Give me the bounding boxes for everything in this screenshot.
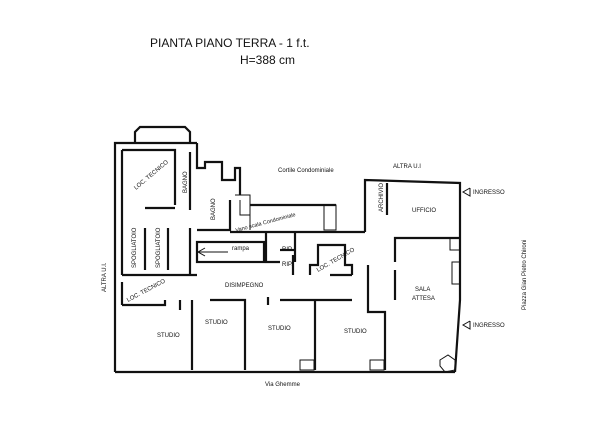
room-sala-attesa: ATTESA — [412, 296, 435, 302]
room-archivio: ARCHIVIO — [379, 183, 385, 212]
room-spogliatoio: SPOGLIATOIO — [156, 227, 162, 268]
room-studio: STUDIO — [268, 326, 291, 332]
room-loc-tecnico: LOC. TECNICO — [316, 247, 356, 274]
room-studio: STUDIO — [157, 333, 180, 339]
room-bagno: BAGNO — [183, 171, 189, 193]
walls — [113, 125, 462, 374]
entrance-markers — [461, 187, 471, 330]
courtyard-label: Cortile Condominiale — [278, 168, 334, 174]
entrance-arrow-icon — [461, 320, 471, 330]
room-disimpegno: DISIMPEGNO — [225, 283, 264, 289]
other-unit-top-label: ALTRA U.I — [393, 164, 421, 170]
room-ufficio: UFFICIO — [412, 208, 436, 214]
room-rip: RIP. — [282, 262, 293, 268]
entrance-label: INGRESSO — [473, 190, 505, 196]
room-rip: RIP. — [282, 247, 293, 253]
room-spogliatoio: SPOGLIATOIO — [132, 227, 138, 268]
room-studio: STUDIO — [344, 329, 367, 335]
ramp-label: rampa — [232, 246, 250, 252]
square-label: Piazza Gian Pietro Chironi — [522, 240, 528, 310]
street-label: Via Ghemme — [265, 382, 301, 388]
other-unit-left-label: ALTRA U.I. — [102, 262, 108, 292]
height-label: H=388 cm — [240, 53, 295, 67]
entrance-arrow-icon — [461, 187, 471, 197]
entrance-label: INGRESSO — [473, 323, 505, 329]
room-loc-tecnico: LOC. TECNICO — [126, 278, 167, 303]
room-studio: STUDIO — [205, 320, 228, 326]
room-sala-attesa: SALA — [415, 287, 430, 293]
room-loc-tecnico: LOC. TECNICO — [133, 159, 170, 191]
room-bagno: BAGNO — [211, 198, 217, 220]
plan-title: PIANTA PIANO TERRA - 1 f.t. — [150, 36, 310, 50]
